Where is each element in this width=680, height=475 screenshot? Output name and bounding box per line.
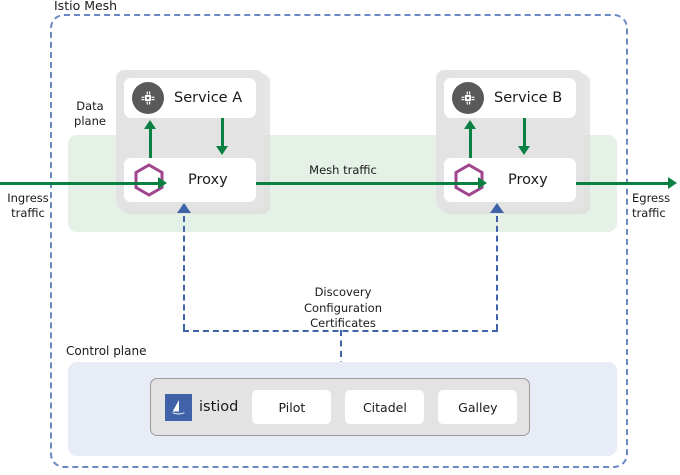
config-stem-line [340, 330, 342, 378]
ingress-traffic-label: Ingress traffic [2, 191, 54, 221]
egress-traffic-label-line2: traffic [632, 206, 666, 220]
istiod-brand: istiod [165, 393, 239, 421]
config-to-proxy-b-arrowhead [490, 203, 504, 213]
discovery-configuration-certificates-label: Discovery Configuration Certificates [258, 285, 428, 332]
pod-a-service-label: Service A [174, 89, 243, 106]
cpu-chip-icon [452, 82, 484, 114]
envoy-hexagon-icon [452, 162, 486, 198]
cpu-chip-icon [132, 82, 164, 114]
config-to-proxy-a-arrowhead [177, 203, 191, 213]
istiod-component-galley[interactable]: Galley [438, 390, 518, 424]
istiod-component-pilot[interactable]: Pilot [252, 390, 332, 424]
pod-a-service-to-proxy-line [221, 118, 224, 148]
pod-b-service-to-proxy-line [523, 118, 526, 148]
ingress-traffic-label-line2: traffic [11, 206, 45, 220]
egress-traffic-label-line1: Egress [632, 191, 671, 205]
pod-b-service-label: Service B [494, 89, 563, 106]
egress-traffic-line [576, 182, 670, 185]
pod-a-proxy-to-service-arrowhead [144, 120, 156, 129]
config-to-proxy-b-line [496, 216, 498, 330]
pod-a-service-to-proxy-arrowhead [216, 146, 228, 155]
mesh-traffic-line [256, 182, 480, 185]
configuration-label-line: Configuration [304, 300, 382, 315]
egress-traffic-arrowhead [668, 177, 677, 189]
istio-mesh-boundary [50, 14, 628, 468]
pod-b-service-card[interactable]: Service B [444, 78, 576, 118]
istiod-label: istiod [199, 399, 239, 415]
egress-traffic-label: Egress traffic [632, 191, 680, 221]
certificates-label-line: Certificates [310, 316, 376, 330]
ingress-traffic-label-line1: Ingress [7, 191, 49, 205]
pod-a-proxy-label: Proxy [188, 171, 228, 188]
pod-b-proxy-card[interactable]: Proxy [444, 158, 576, 202]
mesh-traffic-label: Mesh traffic [309, 163, 377, 177]
control-plane-label: Control plane [66, 344, 147, 358]
mesh-traffic-arrowhead [478, 177, 487, 189]
pod-b-service-to-proxy-arrowhead [518, 146, 530, 155]
pod-b-proxy-to-service-arrowhead [464, 120, 476, 129]
envoy-hexagon-icon [132, 162, 166, 198]
istiod-component-citadel[interactable]: Citadel [345, 390, 425, 424]
pod-b-proxy-to-service-line [469, 128, 472, 158]
config-to-proxy-a-line [183, 216, 185, 330]
istiod-container[interactable]: istiod Pilot Citadel Galley [150, 378, 530, 436]
data-plane-label: Data plane [66, 99, 114, 129]
pod-b-proxy-label: Proxy [508, 171, 548, 188]
pod-a-proxy-card[interactable]: Proxy [124, 158, 256, 202]
pod-a-proxy-to-service-line [149, 128, 152, 158]
discovery-label-line: Discovery [314, 285, 372, 299]
pod-a-service-card[interactable]: Service A [124, 78, 256, 118]
istio-sailboat-icon [165, 393, 192, 421]
ingress-traffic-arrowhead [158, 177, 167, 189]
ingress-traffic-line [0, 182, 160, 185]
istio-mesh-label: Istio Mesh [50, 0, 122, 14]
data-plane-label-line2: plane [74, 114, 106, 128]
data-plane-label-line1: Data [76, 99, 104, 113]
